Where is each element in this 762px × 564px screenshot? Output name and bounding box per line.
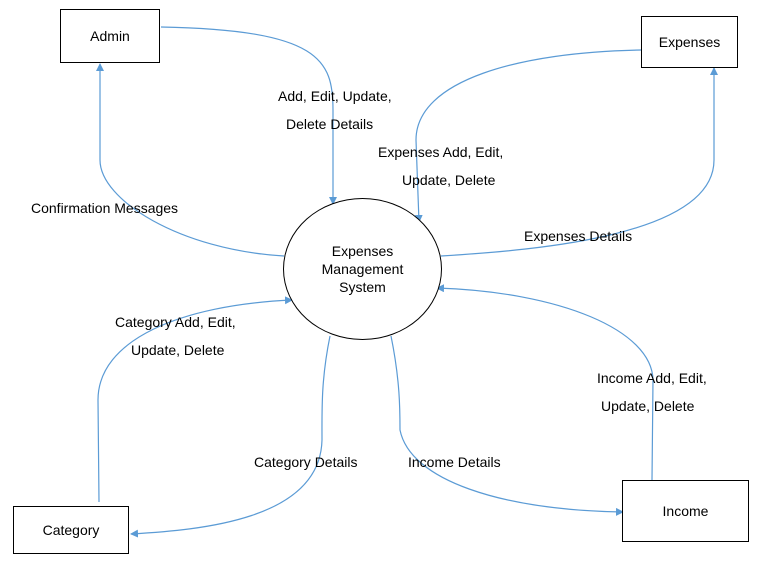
flow-label-system-to-category: Category Details bbox=[254, 454, 358, 470]
entity-category-label: Category bbox=[42, 522, 100, 538]
flow-admin-to-system bbox=[160, 26, 337, 205]
flow-label-admin-to-system: Add, Edit, Update, Delete Details bbox=[278, 88, 392, 132]
process-expenses-management-system: Expenses Management System bbox=[283, 198, 442, 340]
entity-expenses-label: Expenses bbox=[658, 34, 721, 50]
entity-admin: Admin bbox=[60, 9, 160, 63]
flow-label-system-to-admin: Confirmation Messages bbox=[31, 200, 179, 216]
flow-label-income-to-system: Income Add, Edit, Update, Delete bbox=[597, 370, 707, 414]
flow-system-to-expenses bbox=[440, 67, 718, 257]
flow-label-expenses-to-system: Expenses Add, Edit, Update, Delete bbox=[378, 144, 504, 188]
entity-income: Income bbox=[622, 480, 749, 542]
flow-system-to-income bbox=[390, 335, 624, 516]
flow-system-to-category bbox=[130, 335, 331, 538]
process-label: Expenses Management System bbox=[321, 243, 404, 295]
flow-label-category-to-system: Category Add, Edit, Update, Delete bbox=[115, 314, 236, 358]
entity-category: Category bbox=[13, 506, 129, 554]
flow-system-to-admin bbox=[96, 63, 285, 257]
entity-admin-label: Admin bbox=[90, 28, 130, 44]
entity-income-label: Income bbox=[662, 503, 709, 519]
flow-category-to-system bbox=[97, 296, 293, 503]
flow-label-system-to-income: Income Details bbox=[408, 454, 501, 470]
flow-expenses-to-system bbox=[414, 49, 642, 223]
flow-income-to-system bbox=[436, 284, 654, 481]
flow-label-system-to-expenses: Expenses Details bbox=[524, 228, 633, 244]
entity-expenses: Expenses bbox=[641, 16, 738, 68]
